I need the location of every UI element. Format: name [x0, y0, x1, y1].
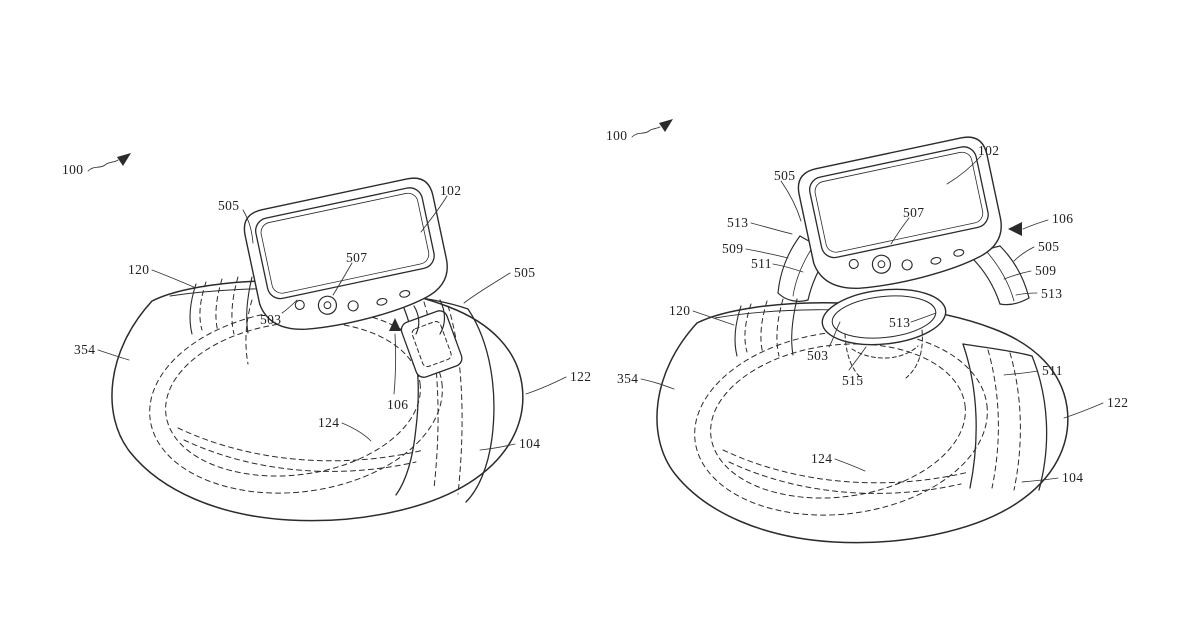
ref-label-124: 124 [318, 415, 340, 430]
ref-label-354: 354 [74, 342, 96, 357]
sensor-circle-small-1 [848, 258, 859, 270]
sensor-circle-large [871, 254, 892, 274]
direction-arrow-106 [389, 318, 401, 331]
ref-label-511: 511 [751, 256, 772, 271]
figure-right [631, 119, 1104, 544]
ref-label-102: 102 [440, 183, 462, 198]
ref-label-509: 509 [722, 241, 744, 256]
leader-lines [631, 126, 1104, 483]
sensor-circle-large-dot [877, 260, 886, 269]
side-button-2 [953, 249, 965, 257]
band-inner-hidden-lines [694, 298, 988, 516]
ref-label-503: 503 [260, 312, 282, 327]
ref-label-505: 505 [218, 198, 240, 213]
sensor-circle-small-2 [347, 300, 359, 312]
ref-label-511: 511 [1042, 363, 1063, 378]
sensor-circle-small-2 [901, 259, 913, 271]
ref-label-515: 515 [842, 373, 864, 388]
ref-label-503: 503 [807, 348, 829, 363]
watch-screen-inner [260, 192, 430, 294]
band-strap-edges-left [189, 276, 253, 335]
strap-over-band [962, 343, 1048, 491]
side-button-1 [930, 256, 942, 265]
figure-left [87, 153, 567, 522]
ref-label-104: 104 [1062, 470, 1084, 485]
ref-label-106: 106 [1052, 211, 1074, 226]
side-button-2 [399, 290, 411, 298]
direction-arrow-100 [117, 153, 131, 166]
ref-label-124: 124 [811, 451, 833, 466]
ref-label-100: 100 [62, 162, 84, 177]
ref-label-122: 122 [1107, 395, 1129, 410]
ref-label-100: 100 [606, 128, 628, 143]
retaining-loop [400, 310, 463, 378]
sensor-circle-large [317, 295, 338, 315]
ref-label-507: 507 [903, 205, 925, 220]
sensor-circle-large-dot [323, 301, 332, 310]
direction-arrow-100 [659, 119, 673, 132]
watch-body [797, 136, 1002, 289]
ref-label-122: 122 [570, 369, 592, 384]
sensor-circle-small-1 [294, 299, 305, 311]
strap-over-band-hidden [987, 349, 1021, 491]
ref-label-513: 513 [889, 315, 911, 330]
ref-label-104: 104 [519, 436, 541, 451]
ref-label-505: 505 [1038, 239, 1060, 254]
band-strap-edges-left [734, 298, 798, 357]
ref-label-505: 505 [774, 168, 796, 183]
ref-label-102: 102 [978, 143, 1000, 158]
ref-label-120: 120 [128, 262, 150, 277]
watch-screen-inner [814, 151, 984, 253]
ref-label-106: 106 [387, 397, 409, 412]
ref-label-120: 120 [669, 303, 691, 318]
side-button-1 [376, 297, 388, 306]
leader-lines [87, 159, 567, 451]
top-opening [821, 288, 947, 380]
direction-arrow-106 [1008, 222, 1022, 236]
watch-body [243, 177, 448, 330]
watch-strap [413, 299, 446, 335]
ref-label-513: 513 [727, 215, 749, 230]
ref-label-507: 507 [346, 250, 368, 265]
ref-label-505: 505 [514, 265, 536, 280]
ref-label-509: 509 [1035, 263, 1057, 278]
ref-label-354: 354 [617, 371, 639, 386]
ref-label-513: 513 [1041, 286, 1063, 301]
